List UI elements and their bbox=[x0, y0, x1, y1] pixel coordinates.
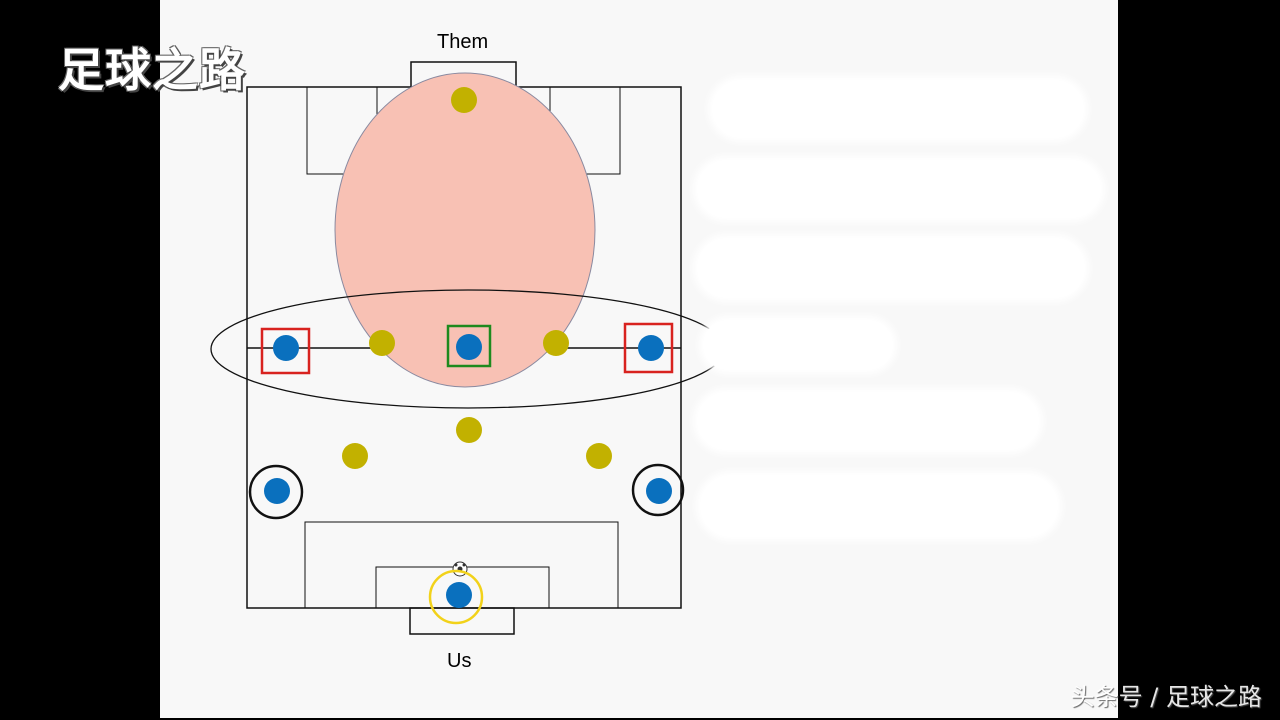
channel-logo: 足球之路 bbox=[58, 43, 246, 97]
us-label: Us bbox=[447, 650, 472, 672]
them-player-midfield-left bbox=[369, 330, 395, 356]
us-player-right-midfield bbox=[638, 335, 664, 361]
erased-text-block-5 bbox=[697, 392, 1039, 450]
ring-left-defender bbox=[248, 464, 304, 520]
erased-text-block-6 bbox=[700, 475, 1058, 537]
them-player-forward-left bbox=[342, 443, 368, 469]
us-goalkeeper bbox=[446, 582, 472, 608]
watermark: 头条号 / 足球之路 bbox=[1070, 683, 1262, 711]
highlight-box-left bbox=[260, 327, 311, 375]
erased-text-block-2 bbox=[697, 160, 1101, 218]
erased-text-block-3 bbox=[697, 238, 1085, 298]
highlight-box-center bbox=[446, 324, 492, 368]
erased-text-block-1 bbox=[712, 80, 1084, 138]
bottom-goal bbox=[409, 607, 515, 635]
them-player-forward-right bbox=[586, 443, 612, 469]
us-player-left-midfield bbox=[273, 335, 299, 361]
them-player-midfield-right bbox=[543, 330, 569, 356]
them-goalkeeper bbox=[451, 87, 477, 113]
ring-right-defender bbox=[631, 463, 685, 517]
us-player-left-defender bbox=[264, 478, 290, 504]
them-label: Them bbox=[437, 31, 489, 53]
us-player-center-midfield bbox=[456, 334, 482, 360]
us-player-right-defender bbox=[646, 478, 672, 504]
highlight-box-right bbox=[623, 322, 674, 374]
erased-text-block-4 bbox=[703, 320, 893, 370]
pressure-zone bbox=[334, 72, 596, 388]
keeper-ring bbox=[428, 569, 484, 625]
them-player-forward-center bbox=[456, 417, 482, 443]
